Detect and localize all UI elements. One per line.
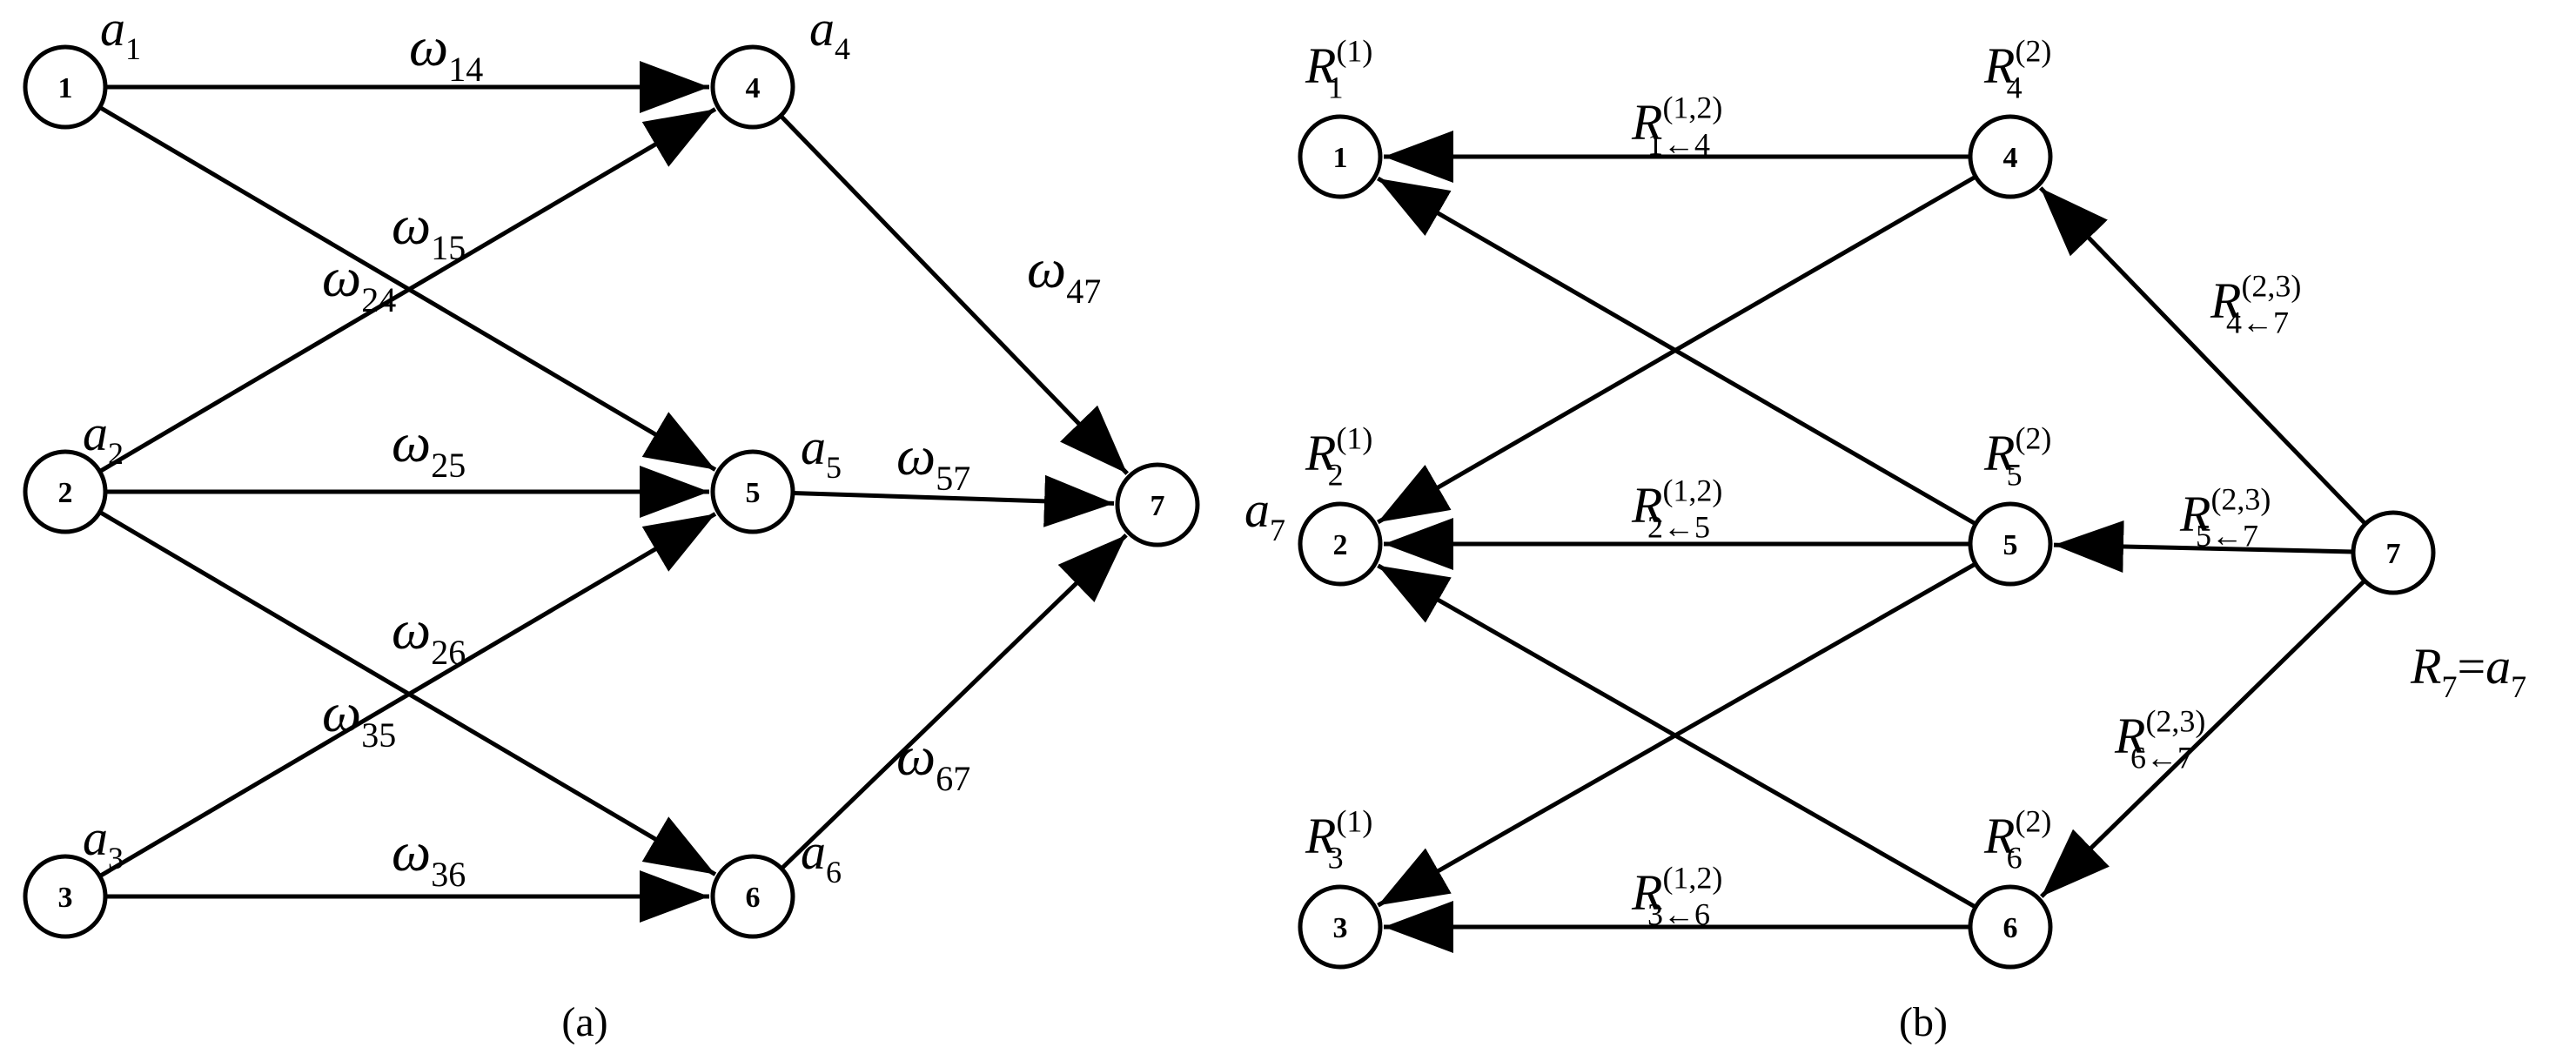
node-number: 2 bbox=[58, 477, 73, 509]
node-var-2: R(1)2 bbox=[1305, 421, 1372, 493]
node-2: 2 bbox=[23, 449, 108, 534]
node-var-6: a6 bbox=[801, 823, 842, 890]
edge-4-7 bbox=[779, 114, 1130, 475]
edge-label-1-5: ω15 bbox=[392, 194, 466, 267]
node-var-4: a4 bbox=[809, 0, 850, 66]
node-var-7: a7 bbox=[1244, 481, 1285, 547]
node-circle bbox=[1298, 884, 1383, 970]
edge-label-4-1: R(1,2)1←4 bbox=[1631, 91, 1722, 162]
edge-label-7-4: R(2,3)4←7 bbox=[2210, 269, 2301, 340]
node-number: 4 bbox=[2003, 142, 2018, 174]
node-circle bbox=[2351, 510, 2436, 595]
edge-label-3-5: ω35 bbox=[322, 681, 396, 755]
edge-label-6-3: R(1,2)3←6 bbox=[1631, 861, 1722, 932]
node-number: 7 bbox=[1150, 490, 1165, 522]
node-circle bbox=[23, 854, 108, 939]
node-circle bbox=[710, 44, 795, 130]
diagram-b: R(1,2)1←4R(1,2)2←5R(1,2)3←6 R(2,3)4←7R(2,… bbox=[1298, 34, 2526, 970]
node-var-3: a3 bbox=[83, 809, 124, 876]
node-number: 5 bbox=[746, 477, 761, 509]
node-number: 4 bbox=[746, 72, 761, 104]
edge-label-6-7: ω67 bbox=[896, 725, 970, 798]
node-circle bbox=[1968, 884, 2053, 970]
node-3: 3 bbox=[1298, 884, 1383, 970]
node-number: 6 bbox=[746, 882, 761, 914]
node-1: 1 bbox=[1298, 114, 1383, 199]
node-number: 5 bbox=[2003, 529, 2018, 561]
edge-label-2-4: ω24 bbox=[322, 246, 396, 319]
node-var-1: a1 bbox=[100, 0, 141, 66]
node-circle bbox=[1298, 114, 1383, 199]
node-number: 1 bbox=[1333, 142, 1348, 174]
edge-7-4 bbox=[2038, 186, 2367, 526]
edge-6-7 bbox=[780, 533, 1128, 870]
edge-label-5-2: R(1,2)2←5 bbox=[1631, 473, 1722, 545]
node-3: 3 bbox=[23, 854, 108, 939]
node-var-4: R(2)4 bbox=[1983, 34, 2051, 105]
edge-label-7-6: R(2,3)6←7 bbox=[2114, 704, 2205, 775]
caption-b: (b) bbox=[1899, 999, 1948, 1045]
node-7: 7 bbox=[1115, 462, 1200, 547]
node-number: 3 bbox=[1333, 912, 1348, 944]
node-6: 6 bbox=[710, 854, 795, 939]
node-number: 2 bbox=[1333, 529, 1348, 561]
node-var-7: R7=a7 bbox=[2410, 638, 2526, 704]
node-2: 2 bbox=[1298, 501, 1383, 587]
node-circle bbox=[23, 44, 108, 130]
node-1: 1 bbox=[23, 44, 108, 130]
node-circle bbox=[1115, 462, 1200, 547]
node-5: 5 bbox=[710, 449, 795, 534]
edge-3-5 bbox=[98, 512, 717, 878]
node-var-2: a2 bbox=[83, 405, 124, 471]
edge-label-2-5: ω25 bbox=[392, 412, 466, 485]
node-number: 7 bbox=[2386, 538, 2401, 570]
node-circle bbox=[1968, 501, 2053, 587]
edge-label-1-4: ω14 bbox=[409, 16, 483, 89]
node-4: 4 bbox=[710, 44, 795, 130]
node-6: 6 bbox=[1968, 884, 2053, 970]
edge-7-5 bbox=[2053, 520, 2354, 573]
edge-label-2-6: ω26 bbox=[392, 599, 466, 672]
edge-7-6 bbox=[2040, 579, 2366, 898]
node-4: 4 bbox=[1968, 114, 2053, 199]
edge-5-7 bbox=[792, 474, 1115, 527]
node-circle bbox=[23, 449, 108, 534]
node-number: 1 bbox=[58, 72, 73, 104]
node-var-6: R(2)6 bbox=[1983, 804, 2051, 876]
caption-a: (a) bbox=[561, 999, 607, 1045]
node-var-1: R(1)1 bbox=[1305, 34, 1372, 105]
node-7: 7 bbox=[2351, 510, 2436, 595]
node-var-3: R(1)3 bbox=[1305, 804, 1372, 876]
edge-label-4-7: ω47 bbox=[1027, 238, 1101, 311]
node-circle bbox=[1298, 501, 1383, 587]
node-number: 6 bbox=[2003, 912, 2018, 944]
edge-label-5-7: ω57 bbox=[896, 425, 970, 498]
edge-label-3-6: ω36 bbox=[392, 821, 466, 894]
edge-4-2 bbox=[1377, 174, 1977, 525]
edge-2-4 bbox=[98, 107, 717, 473]
node-circle bbox=[710, 854, 795, 939]
node-5: 5 bbox=[1968, 501, 2053, 587]
node-circle bbox=[1968, 114, 2053, 199]
node-var-5: a5 bbox=[801, 419, 842, 485]
node-var-5: R(2)5 bbox=[1983, 421, 2051, 493]
edge-5-3 bbox=[1377, 561, 1977, 908]
node-circle bbox=[710, 449, 795, 534]
edge-label-7-5: R(2,3)5←7 bbox=[2179, 482, 2271, 554]
node-number: 3 bbox=[58, 882, 73, 914]
